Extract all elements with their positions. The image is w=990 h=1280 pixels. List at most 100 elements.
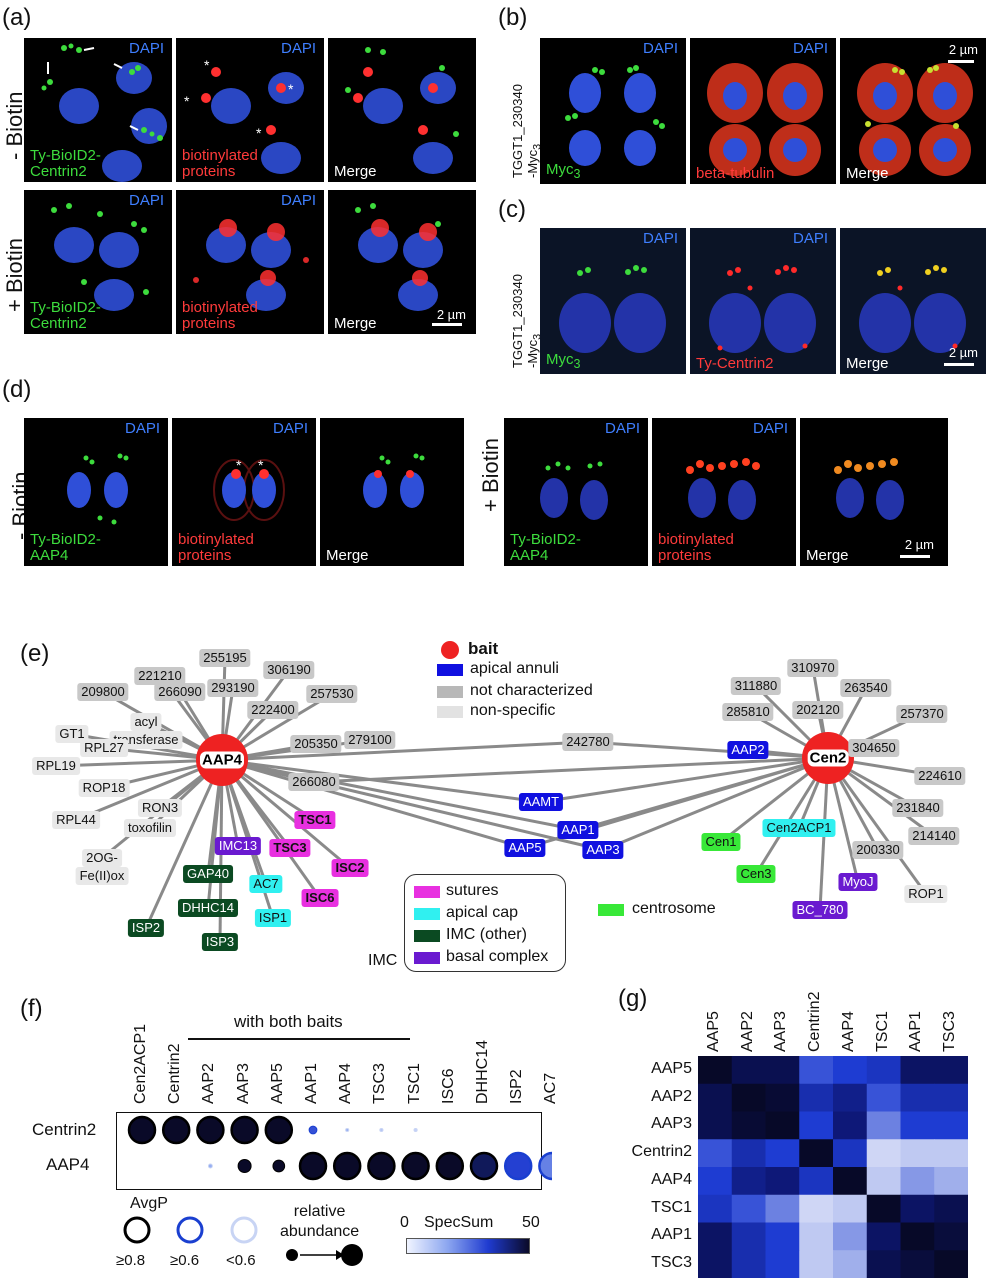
heatmap-cell xyxy=(833,1250,868,1278)
network-node: 285810 xyxy=(722,703,774,721)
dapi-label: DAPI xyxy=(124,420,160,437)
network-node: 214140 xyxy=(908,827,960,845)
micrograph-d4: DAPI Ty-BioID2-AAP4 xyxy=(504,418,648,566)
network-edge xyxy=(220,759,322,899)
heatmap-cell xyxy=(934,1194,968,1223)
network-node: ISC2 xyxy=(331,859,369,877)
heatmap-cell xyxy=(934,1056,968,1085)
dapi-label: DAPI xyxy=(280,192,316,209)
heatmap-column-label: Centrin2 xyxy=(806,991,824,1052)
bait-legend-dot xyxy=(441,641,459,659)
heatmap-cell xyxy=(765,1139,800,1168)
network-node: 266090 xyxy=(154,683,206,701)
network-edge xyxy=(75,758,223,822)
dotplot-column-label: AAP5 xyxy=(268,1063,286,1104)
micrograph-c3: Merge 2 µm xyxy=(840,228,986,374)
heatmap-cell xyxy=(900,1056,935,1085)
legend-imc-other: IMC (other) xyxy=(446,926,527,943)
heatmap-row-label: AAP5 xyxy=(651,1059,692,1077)
heatmap-cell xyxy=(833,1111,868,1140)
panel-letter-e: (e) xyxy=(20,640,50,667)
panel-letter-a: (a) xyxy=(2,4,32,31)
cells-a3 xyxy=(345,47,459,174)
dotplot-dots xyxy=(127,1115,552,1181)
dapi-label: DAPI xyxy=(280,40,316,57)
network-node: 202120 xyxy=(792,701,844,719)
channel-label-green: Ty-BioID2-AAP4 xyxy=(510,531,581,564)
network-edge xyxy=(221,758,542,804)
dotplot-column-label: ISC6 xyxy=(439,1068,457,1104)
network-node: Fe(II)ox xyxy=(75,867,129,885)
heatmap-column-label: TSC1 xyxy=(873,1011,891,1052)
heatmap-cell xyxy=(731,1222,766,1251)
heatmap-cell xyxy=(934,1250,968,1278)
dotplot-dot xyxy=(503,1151,533,1181)
heatmap-cell xyxy=(833,1056,868,1085)
network-node: 310970 xyxy=(787,659,839,677)
heatmap-cell xyxy=(799,1194,834,1223)
heatmap-row-label: Centrin2 xyxy=(631,1143,692,1161)
network-node: Cen1 xyxy=(701,833,741,851)
heatmap-cell xyxy=(765,1056,800,1085)
network-node: 200330 xyxy=(852,841,904,859)
network-edge xyxy=(313,756,829,784)
legend-spec-min: 0 xyxy=(400,1214,409,1231)
dotplot-dot xyxy=(469,1151,499,1181)
dotplot-dot xyxy=(332,1151,362,1181)
channel-label-centrin: Ty-Centrin2 xyxy=(696,355,774,372)
heatmap-cell xyxy=(866,1250,901,1278)
scale-label: 2 µm xyxy=(948,345,978,360)
micrograph-a4: DAPI Ty-BioID2-Centrin2 xyxy=(24,190,172,334)
heatmap-cell xyxy=(731,1056,766,1085)
cells-c1 xyxy=(559,265,666,353)
heatmap-cell xyxy=(866,1167,901,1196)
dotplot-dot xyxy=(196,1115,225,1145)
heatmap-column-label: AAP5 xyxy=(704,1011,722,1052)
network-node: toxofilin xyxy=(123,819,177,837)
dapi-label: DAPI xyxy=(642,230,678,247)
network-edge xyxy=(144,759,224,929)
heatmap-cell xyxy=(731,1111,766,1140)
dotplot-row-centrin2: Centrin2 xyxy=(32,1120,97,1139)
heatmap-column-label: AAP3 xyxy=(772,1011,790,1052)
panel-letter-d: (d) xyxy=(2,376,32,403)
heatmap-cell xyxy=(698,1056,733,1085)
heatmap-cell xyxy=(866,1083,901,1112)
micrograph-a1: DAPI Ty-BioID2-Centrin2 xyxy=(24,38,172,182)
heatmap-cell xyxy=(799,1250,834,1278)
heatmap-cells xyxy=(698,1056,968,1278)
cells-b1 xyxy=(565,65,665,166)
scale-label: 2 µm xyxy=(948,42,978,57)
legend-ge06: ≥0.6 xyxy=(170,1252,200,1269)
row-label-d-plus: + Biotin xyxy=(478,438,503,512)
heatmap-cell xyxy=(900,1167,935,1196)
merge-label: Merge xyxy=(846,165,889,182)
heatmap-cell xyxy=(866,1222,901,1251)
heatmap-column-label: AAP1 xyxy=(907,1011,925,1052)
network-node: 311880 xyxy=(730,677,782,695)
heatmap-row-label: TSC1 xyxy=(651,1198,692,1216)
heatmap-row-label: AAP2 xyxy=(651,1087,692,1105)
dotplot-column-label: Centrin2 xyxy=(166,1043,184,1104)
scale-bar xyxy=(432,323,462,326)
network-edge xyxy=(221,758,604,852)
dotplot-dot xyxy=(379,1127,384,1133)
cells-d3 xyxy=(363,453,425,508)
network-node: 224610 xyxy=(914,767,966,785)
legend-basal-complex: basal complex xyxy=(446,948,549,965)
legend-non-specific: non-specific xyxy=(470,702,556,719)
network-node: Cen2ACP1 xyxy=(762,819,836,837)
dotplot-dot xyxy=(345,1127,350,1133)
heatmap-cell xyxy=(900,1083,935,1112)
legend-apical-cap: apical cap xyxy=(446,904,519,921)
dotplot-dot xyxy=(401,1151,430,1181)
network-node: 209800 xyxy=(77,683,129,701)
network-node: AAP3 xyxy=(582,841,624,859)
channel-label-myc: Myc3 xyxy=(546,161,581,182)
network-node: 266080 xyxy=(288,773,340,791)
dotplot-dot xyxy=(127,1115,157,1145)
